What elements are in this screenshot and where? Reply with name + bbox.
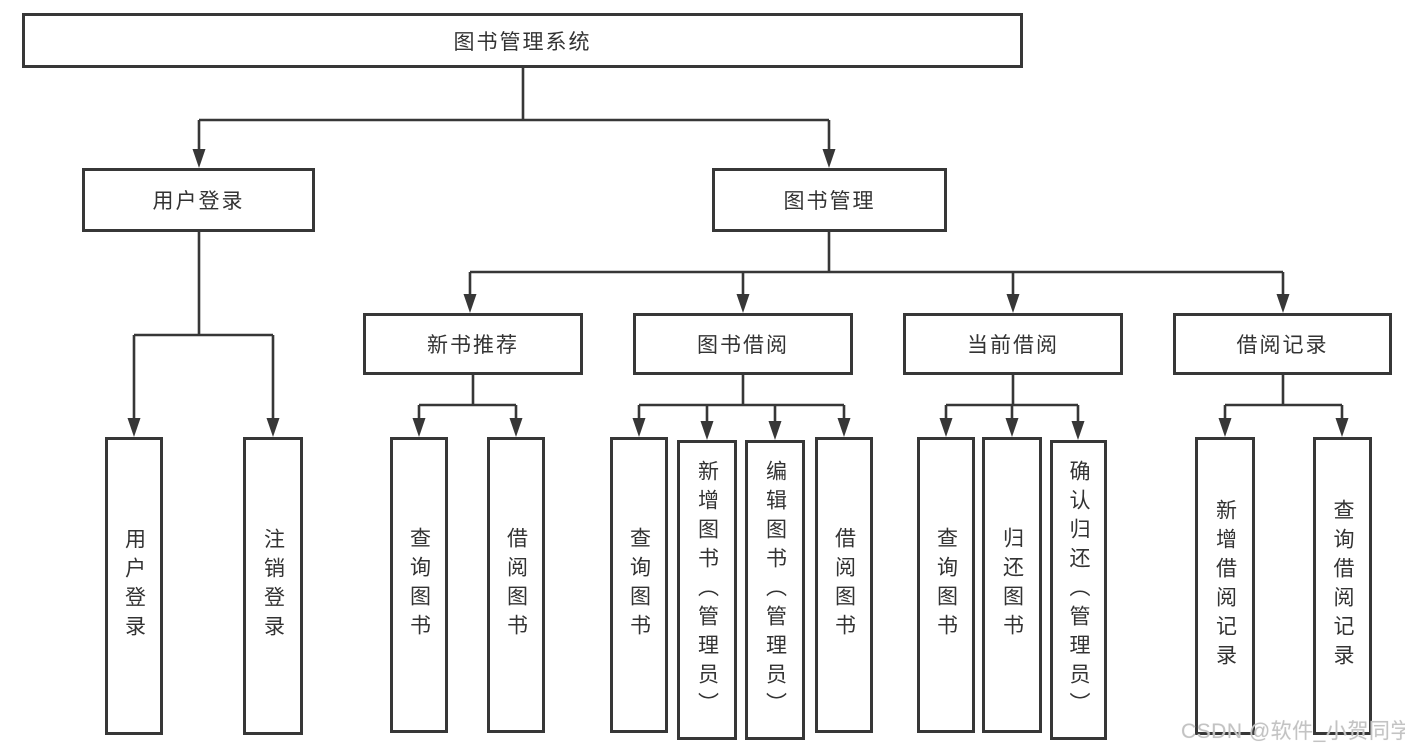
node-label: 借阅图书 [504, 527, 528, 643]
node-label: 注销登录 [261, 528, 285, 644]
leaf-return-books: 归还图书 [982, 437, 1042, 733]
node-label: 用户登录 [152, 190, 245, 213]
node-root-system: 图书管理系统 [22, 13, 1023, 68]
leaf-borrow-books-newrec: 借阅图书 [487, 437, 545, 733]
node-label: 确认归还（管理员） [1067, 459, 1090, 721]
node-new-book-recommend: 新书推荐 [363, 313, 583, 375]
node-label: 编辑图书（管理员） [763, 459, 787, 721]
connector-root-to-level2 [197, 68, 831, 151]
node-label: 用户登录 [122, 528, 146, 644]
leaf-logout: 注销登录 [243, 437, 303, 735]
leaf-borrow-books-borrow: 借阅图书 [815, 437, 873, 733]
leaf-add-borrow-record: 新增借阅记录 [1195, 437, 1255, 735]
node-label: 新增图书（管理员） [695, 459, 719, 721]
node-label: 查询图书 [627, 527, 651, 643]
connector-current-borrow-children [944, 375, 1080, 423]
node-label: 图书借阅 [697, 334, 789, 357]
node-label: 当前借阅 [967, 334, 1059, 357]
node-label: 借阅记录 [1236, 334, 1329, 357]
node-current-borrowing: 当前借阅 [903, 313, 1123, 375]
connector-book-borrow-children [637, 375, 846, 423]
node-label: 查询借阅记录 [1331, 499, 1354, 673]
node-label: 图书管理 [783, 190, 876, 213]
connector-borrow-record-children [1223, 375, 1344, 420]
connector-user-login-children [132, 232, 275, 420]
node-user-login: 用户登录 [82, 168, 315, 232]
node-label: 借阅图书 [832, 527, 856, 643]
node-borrowing-records: 借阅记录 [1173, 313, 1392, 375]
leaf-query-borrow-record: 查询借阅记录 [1313, 437, 1372, 735]
leaf-user-login: 用户登录 [105, 437, 163, 735]
node-label: 归还图书 [1000, 527, 1024, 643]
node-label: 查询图书 [934, 527, 958, 643]
leaf-query-books-newrec: 查询图书 [390, 437, 448, 733]
arrowheads [127, 149, 1349, 440]
node-label: 查询图书 [407, 527, 431, 643]
connector-new-book-rec-children [417, 375, 518, 420]
leaf-add-books-admin: 新增图书（管理员） [677, 440, 737, 740]
leaf-edit-books-admin: 编辑图书（管理员） [745, 440, 805, 740]
csdn-watermark: CSDN @软件_小贺同学 [1181, 720, 1405, 743]
node-label: 图书管理系统 [453, 30, 592, 54]
node-label: 新增借阅记录 [1213, 499, 1237, 673]
leaf-query-books-borrow: 查询图书 [610, 437, 668, 733]
connector-book-mgmt-to-level3 [468, 232, 1285, 296]
leaf-query-books-current: 查询图书 [917, 437, 975, 733]
node-book-management: 图书管理 [712, 168, 947, 232]
node-book-borrowing: 图书借阅 [633, 313, 853, 375]
node-label: 新书推荐 [427, 334, 519, 357]
leaf-confirm-return-admin: 确认归还（管理员） [1050, 440, 1107, 740]
